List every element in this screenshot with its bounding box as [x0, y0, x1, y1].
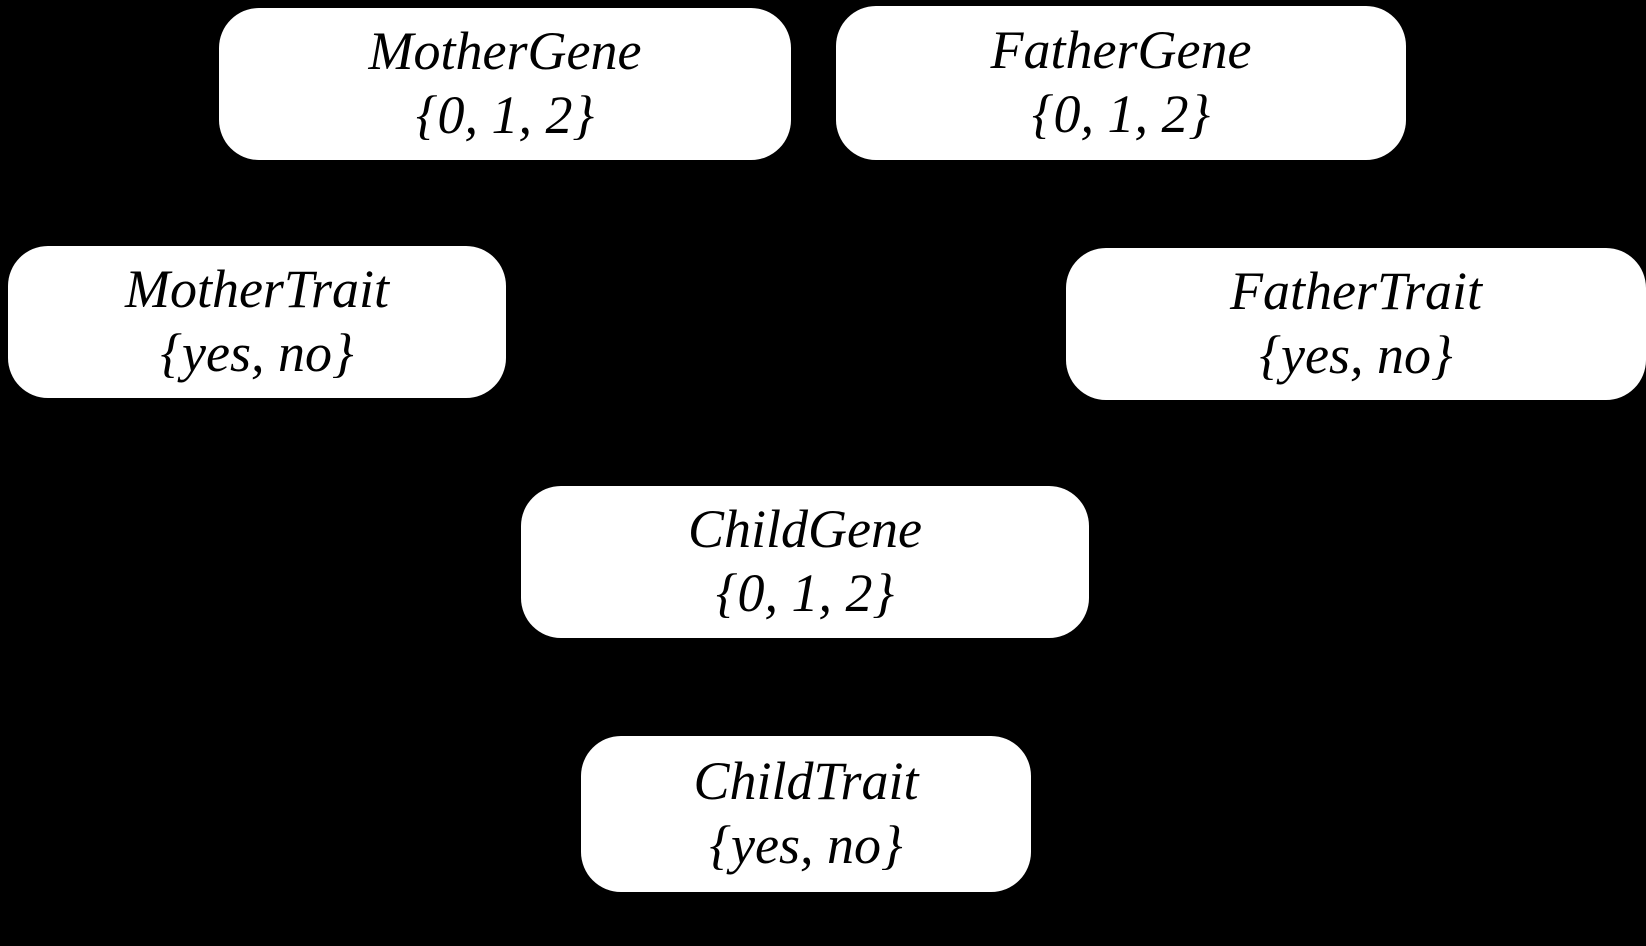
node-child-trait[interactable]: ChildTrait {yes, no}	[581, 736, 1031, 892]
node-father-trait-domain: {yes, no}	[1259, 325, 1453, 385]
node-father-trait-title: FatherTrait	[1229, 261, 1483, 322]
node-father-gene[interactable]: FatherGene {0, 1, 2}	[836, 6, 1406, 160]
node-child-gene-title: ChildGene	[688, 499, 922, 560]
node-mother-trait[interactable]: MotherTrait {yes, no}	[8, 246, 506, 398]
node-father-trait[interactable]: FatherTrait {yes, no}	[1066, 248, 1646, 400]
node-child-trait-title: ChildTrait	[693, 751, 919, 812]
node-father-gene-title: FatherGene	[990, 20, 1252, 81]
node-father-gene-domain: {0, 1, 2}	[1031, 84, 1211, 144]
node-child-gene-domain: {0, 1, 2}	[715, 563, 895, 623]
node-mother-gene-title: MotherGene	[368, 21, 642, 82]
node-mother-trait-domain: {yes, no}	[160, 323, 354, 383]
node-mother-trait-title: MotherTrait	[124, 259, 390, 320]
node-child-gene[interactable]: ChildGene {0, 1, 2}	[521, 486, 1089, 638]
node-child-trait-domain: {yes, no}	[709, 815, 903, 875]
node-mother-gene[interactable]: MotherGene {0, 1, 2}	[219, 8, 791, 160]
node-mother-gene-domain: {0, 1, 2}	[415, 85, 595, 145]
